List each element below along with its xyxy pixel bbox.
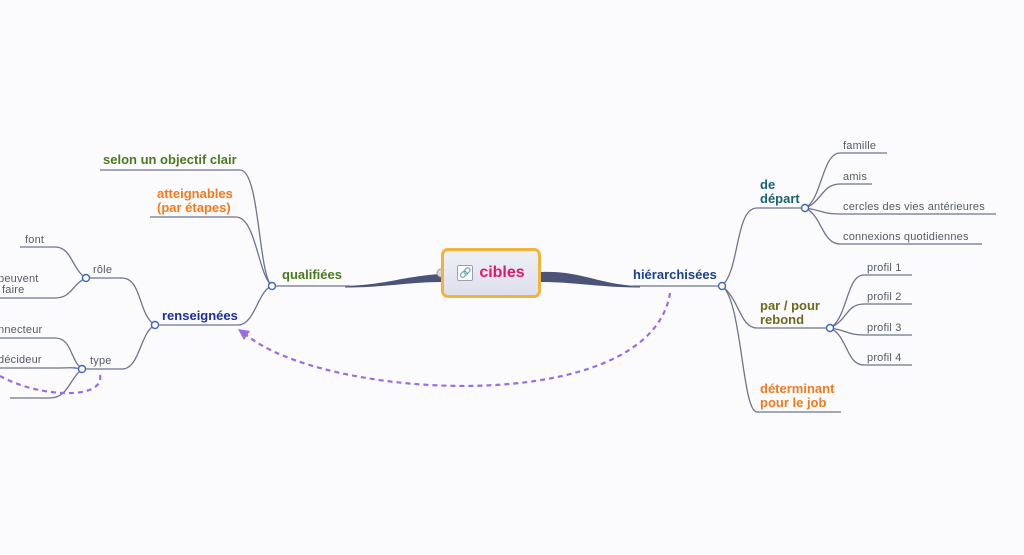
topic-atteignables[interactable]: atteignables (par étapes) <box>157 187 233 215</box>
relationship-arrowhead <box>238 329 250 340</box>
relationship-hierarchisees-renseignees[interactable] <box>243 292 672 387</box>
topic-decideur[interactable]: décideur <box>0 354 42 366</box>
branch-connecteur <box>0 337 83 370</box>
topic-amis[interactable]: amis <box>843 171 868 183</box>
topic-hierarchisees[interactable]: hiérarchisées <box>633 267 717 282</box>
branch-font <box>20 246 87 279</box>
topic-profil3[interactable]: profil 3 <box>867 322 902 334</box>
branch-depart <box>721 207 805 287</box>
topic-role[interactable]: rôle <box>93 264 113 276</box>
topic-depart-line2: départ <box>760 191 800 206</box>
central-topic-label: cibles <box>479 264 525 281</box>
node-role[interactable] <box>81 273 91 283</box>
topic-type[interactable]: type <box>90 355 112 367</box>
trunk-left <box>345 274 441 288</box>
topic-qualifiees[interactable]: qualifiées <box>282 267 342 282</box>
branch-profil4 <box>829 327 912 366</box>
branch-objectif <box>100 169 273 287</box>
branch-rebond <box>721 285 830 329</box>
branch-famille <box>804 152 887 209</box>
topic-determinant-line2: pour le job <box>760 395 827 410</box>
topic-rebond-line1: par / pour <box>760 298 820 313</box>
node-hierarchisees[interactable] <box>717 281 727 291</box>
branch-peuvent-faire <box>0 277 87 299</box>
node-qualifiees[interactable] <box>267 281 277 291</box>
central-topic[interactable]: 🔗 cibles <box>441 248 541 298</box>
topic-connecteur[interactable]: nnecteur <box>0 324 43 336</box>
branch-atteignables <box>150 216 273 287</box>
link-icon[interactable]: 🔗 <box>457 265 474 281</box>
node-renseignees[interactable] <box>150 320 160 330</box>
node-type[interactable] <box>77 364 87 374</box>
branch-type-more <box>10 368 83 399</box>
branch-profil2 <box>829 303 912 329</box>
relationship-type-offscreen[interactable] <box>0 374 102 395</box>
topic-renseignees[interactable]: renseignées <box>162 308 238 323</box>
topic-peuvent-line2: faire <box>2 284 25 296</box>
branch-determinant <box>721 285 841 413</box>
topic-determinant[interactable]: déterminant pour le job <box>760 382 834 410</box>
topic-objectif[interactable]: selon un objectif clair <box>103 152 237 167</box>
topic-rebond-line2: rebond <box>760 312 805 327</box>
trunk-right <box>541 271 640 288</box>
node-depart[interactable] <box>800 203 810 213</box>
topic-profil2[interactable]: profil 2 <box>867 291 902 303</box>
branch-profil3 <box>829 327 912 336</box>
topic-profil1[interactable]: profil 1 <box>867 262 902 274</box>
topic-cercles[interactable]: cercles des vies antérieures <box>843 201 985 213</box>
topic-peuvent-faire[interactable]: peuvent faire <box>0 274 39 296</box>
topic-determinant-line1: déterminant <box>760 381 835 396</box>
branch-renseignees <box>155 285 273 326</box>
topic-peuvent-line1: peuvent <box>0 273 39 285</box>
node-rebond[interactable] <box>825 323 835 333</box>
topic-atteignables-line2: (par étapes) <box>157 200 231 215</box>
branch-profil1 <box>829 274 912 329</box>
topic-rebond[interactable]: par / pour rebond <box>760 299 820 327</box>
branch-decideur <box>0 367 83 370</box>
topic-depart-line1: de <box>760 177 776 192</box>
topic-famille[interactable]: famille <box>843 140 877 152</box>
branch-type <box>82 324 156 370</box>
topic-depart[interactable]: de départ <box>760 178 800 206</box>
topic-profil4[interactable]: profil 4 <box>867 352 902 364</box>
branch-amis <box>804 183 872 209</box>
branch-role <box>86 277 156 326</box>
topic-font[interactable]: font <box>25 234 45 246</box>
branch-cercles <box>804 207 996 215</box>
branch-connexions <box>804 207 982 245</box>
topic-connexions[interactable]: connexions quotidiennes <box>843 231 969 243</box>
topic-atteignables-line1: atteignables <box>157 186 233 201</box>
